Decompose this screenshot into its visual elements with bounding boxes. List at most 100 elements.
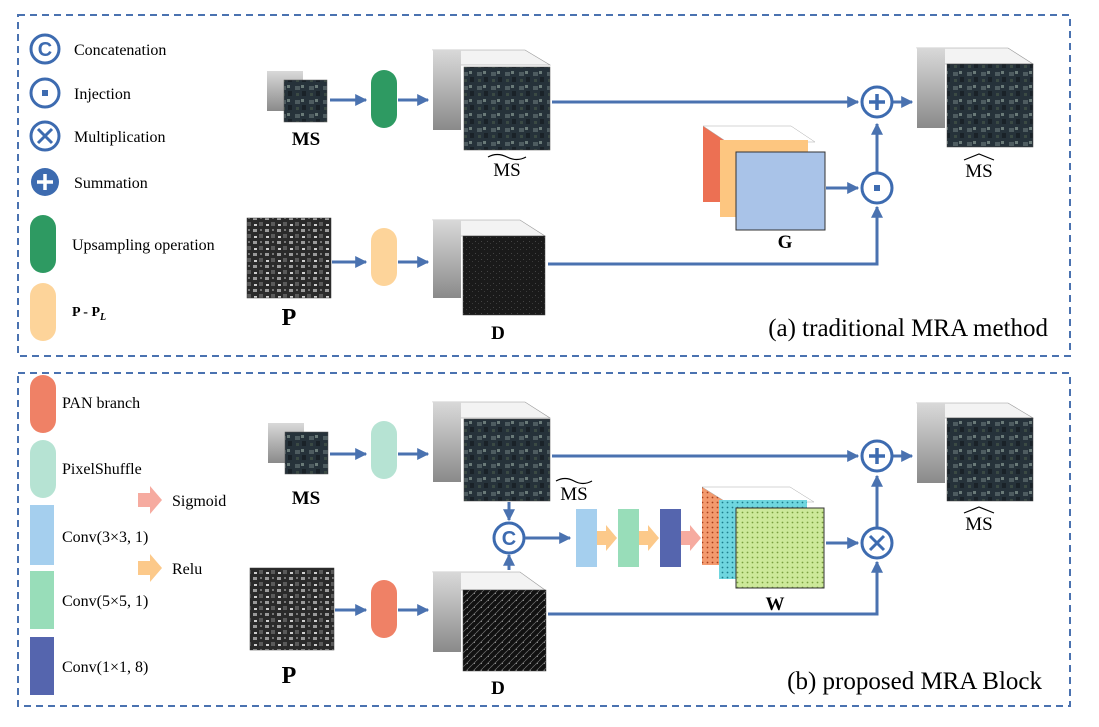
legend-concatenation: C Concatenation [29, 33, 166, 65]
legend-concatenation-label: Concatenation [74, 42, 166, 59]
legend-injection-label: Injection [74, 86, 131, 103]
sigmoid-arrow [681, 525, 701, 551]
concatenation-icon [29, 33, 61, 65]
hat-accent-b [963, 506, 995, 514]
caption-b: (b) proposed MRA Block [787, 668, 1042, 695]
legend-pan-branch: PAN branch [30, 375, 140, 433]
d-cube-a: D [431, 219, 547, 344]
upsampling-block-a [371, 70, 397, 128]
ms-input-a: MS [267, 71, 328, 150]
relu-arrow-icon [138, 554, 162, 582]
pixelshuffle-swatch [30, 440, 56, 498]
ms-tilde-image-b [463, 418, 551, 502]
ms-image-a [283, 79, 328, 123]
legend-upsampling-label: Upsampling operation [72, 237, 215, 254]
ms-hat-cube-b: MS [915, 402, 1035, 535]
p-image-b [249, 567, 335, 651]
w-front-block [735, 507, 825, 589]
legend-injection: Injection [29, 77, 131, 109]
ms-hat-image-b [946, 417, 1034, 502]
conv5-block [618, 509, 639, 567]
panel-a: C Concatenation Injection Multiplication… [17, 14, 1071, 357]
p-minus-pl-swatch [30, 283, 56, 341]
legend-conv5-label: Conv(5×5, 1) [62, 593, 148, 610]
legend-relu-label: Relu [172, 561, 202, 578]
conv3-block [576, 509, 597, 567]
w-label: W [766, 594, 785, 615]
legend-summation-label: Summation [74, 175, 148, 192]
p-minus-pl-block-a [371, 228, 397, 286]
conv1-swatch [30, 637, 54, 695]
legend-p-minus-pl-label: P - PL [72, 305, 106, 323]
relu-arrow-2 [639, 525, 659, 551]
svg-text:C: C [38, 39, 52, 61]
plus-icon [869, 94, 885, 110]
legend-pixelshuffle-label: PixelShuffle [62, 461, 142, 478]
pixelshuffle-block-b [371, 421, 397, 479]
p-label-a: P [282, 305, 297, 331]
ms-hat-label-a: MS [965, 161, 992, 182]
legend-multiplication-label: Multiplication [74, 129, 166, 146]
p-image-a [246, 217, 332, 299]
g-label: G [778, 232, 793, 253]
caption-a: (a) traditional MRA method [768, 315, 1048, 342]
legend-conv3: Conv(3×3, 1) [30, 505, 148, 565]
ms-hat-label-b: MS [965, 514, 992, 535]
dot-icon [874, 185, 880, 191]
legend-conv1: Conv(1×1, 8) [30, 637, 148, 695]
d-image-b [462, 589, 547, 672]
legend-multiplication: Multiplication [29, 120, 166, 152]
d-label-a: D [491, 323, 505, 344]
hat-accent [963, 153, 995, 161]
ms-tilde-cube-b: MS [431, 401, 593, 505]
d-label-b: D [491, 678, 505, 699]
tilde-accent [487, 153, 527, 161]
summation-op-b [860, 439, 894, 473]
pan-branch-block-b [371, 580, 397, 638]
legend-relu: Relu [138, 554, 202, 582]
legend-conv5: Conv(5×5, 1) [30, 571, 148, 629]
ms-image-b [284, 431, 329, 475]
sigmoid-arrow-icon [138, 486, 162, 514]
ms-label-b: MS [292, 488, 321, 509]
ms-hat-cube-a: MS [915, 47, 1035, 182]
legend-pan-branch-label: PAN branch [62, 395, 140, 412]
panel-b: PAN branch PixelShuffle Sigmoid Conv(3×3… [17, 372, 1071, 707]
ms-hat-image-a [946, 63, 1034, 148]
legend-sigmoid-label: Sigmoid [172, 493, 226, 510]
legend-p-minus-pl: P - PL [30, 283, 106, 341]
times-icon [868, 534, 886, 552]
ms-tilde-label-a: MS [493, 160, 520, 181]
p-label-b: P [282, 663, 297, 689]
tilde-accent-b [555, 477, 593, 485]
multiplication-op-b [860, 526, 894, 560]
d-image-a [462, 235, 546, 316]
p-input-b: P [249, 567, 335, 689]
p-input-a: P [246, 217, 332, 331]
ms-input-b: MS [268, 423, 329, 509]
legend-conv3-label: Conv(3×3, 1) [62, 529, 148, 546]
legend-sigmoid: Sigmoid [138, 486, 226, 514]
plus-icon-b [869, 448, 885, 464]
legend-conv1-label: Conv(1×1, 8) [62, 659, 148, 676]
conv1-block [660, 509, 681, 567]
legend-summation: Summation [31, 168, 148, 196]
summation-op-a [860, 85, 894, 119]
ms-label-a: MS [292, 129, 321, 150]
panel-b-frame [17, 372, 1071, 707]
g-stack: G [702, 125, 826, 253]
g-front-block [735, 151, 826, 231]
pan-branch-swatch [30, 375, 56, 433]
relu-arrow-1 [597, 525, 617, 551]
ms-tilde-image-a [463, 66, 551, 151]
legend-upsampling: Upsampling operation [30, 215, 215, 273]
ms-tilde-cube-a: MS [431, 49, 552, 181]
w-stack: W [701, 486, 825, 615]
legend-pixelshuffle: PixelShuffle [30, 440, 142, 498]
concat-op-b: C [492, 521, 526, 555]
ms-tilde-label-b: MS [560, 484, 587, 505]
conv3-swatch [30, 505, 54, 565]
d-cube-b: D [432, 571, 547, 699]
upsampling-swatch [30, 215, 56, 273]
